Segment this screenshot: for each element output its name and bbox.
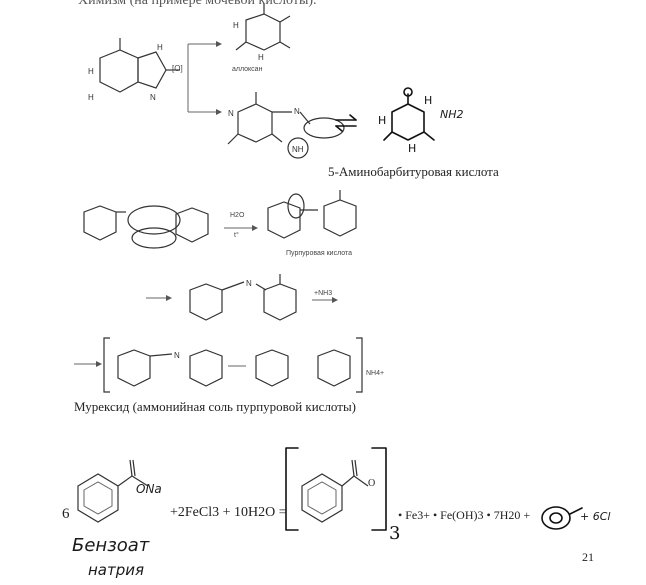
complex-bracket [285,447,387,531]
equilibrium-arrows [335,114,357,132]
equation-products: • Fe3+ • Fe(OH)3 • 7H20 + [398,508,531,522]
svg-text:N: N [294,107,300,116]
sodium-benzoate-structure [77,459,149,523]
benzoate-anion-structure [301,459,369,523]
equation-reagents: +2FeCl3 + 10H2O = [170,505,287,520]
ammonium-ion: NH4+ [366,370,385,377]
handwritten-extra: + 6Cl [580,510,611,523]
uric-acid-structure: H H H N [88,38,180,102]
svg-text:H: H [88,93,94,102]
header-text: Химизм (на примере мочевой кислоты). [78,0,317,8]
handwritten-nh2: NH2 [440,108,464,121]
svg-text:H: H [233,21,239,30]
anion-oxygen: O [368,478,376,489]
oxidation-condition: [O] [172,64,183,73]
alloxan-label: аллоксан [232,66,263,73]
svg-text:H: H [88,67,94,76]
svg-text:H: H [258,53,264,62]
handwritten-structure: H H H [378,87,435,155]
svg-text:H: H [378,114,386,127]
water-condition: H2O [230,212,245,219]
equation-coefficient: 6 [62,506,70,522]
aminobarbituric-structure: N NH N [227,92,345,159]
handwritten-benzoic-acid [541,506,583,530]
svg-text:H: H [408,142,416,155]
murexide-label: Мурексид (аммонийная соль пурпуровой кис… [74,399,357,414]
purpuric-row: N [146,274,338,321]
murexide-row: N [74,337,363,393]
svg-text:N: N [246,279,252,288]
svg-text:N: N [150,93,156,102]
handwritten-name-line1: Бензоат [72,535,150,556]
svg-text:H: H [157,43,163,52]
condensation-row [83,190,357,249]
handwritten-name-line2: натрия [88,561,145,579]
oxidation-arrows [187,41,222,115]
alloxan-structure: H H [233,4,291,62]
ammonia-condition: +NH3 [314,290,333,297]
svg-text:H: H [424,94,432,107]
complex-subscript: 3 [389,523,401,544]
purpuric-label: Пурпуровая кислота [286,250,353,257]
svg-text:N: N [228,109,234,118]
svg-text:N: N [174,351,180,360]
page-number: 21 [582,550,594,564]
salt-group: ONa [136,482,162,496]
temp-condition: t° [234,232,239,239]
aminobarbituric-label: 5-Аминобарбитуровая кислота [328,164,499,179]
svg-text:NH: NH [292,145,304,154]
